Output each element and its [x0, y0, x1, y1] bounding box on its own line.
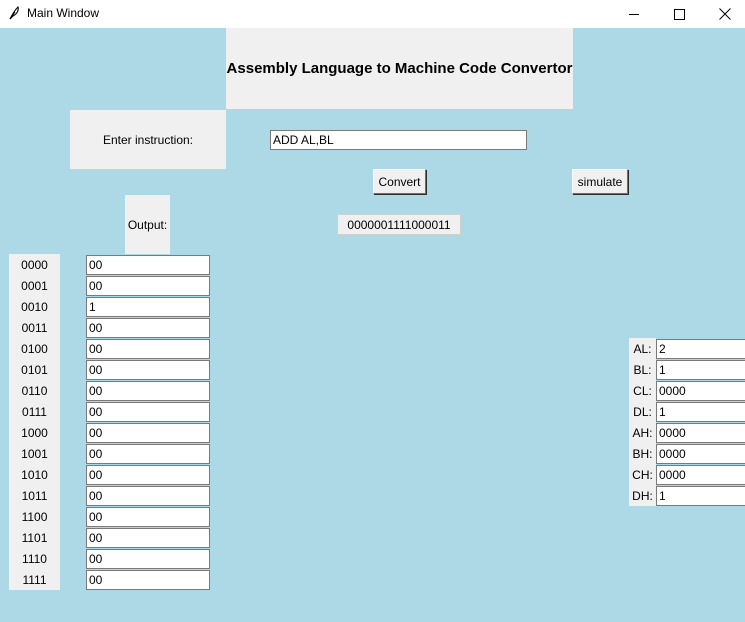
- maximize-button[interactable]: [656, 0, 702, 28]
- output-value: 0000001111000011: [337, 214, 461, 235]
- memory-address: 1011: [21, 488, 48, 503]
- window-title: Main Window: [27, 6, 100, 20]
- simulate-button[interactable]: simulate: [572, 169, 628, 194]
- register-value-input[interactable]: [656, 423, 745, 443]
- memory-address: 0101: [21, 362, 48, 377]
- memory-address: 1101: [21, 530, 48, 545]
- register-name: DL:: [633, 404, 652, 419]
- memory-value-input[interactable]: [86, 381, 210, 401]
- memory-address-panel: 0000 0001 0010 0011 0100 0101 0110 0111 …: [9, 254, 60, 590]
- memory-value-input[interactable]: [86, 570, 210, 590]
- memory-address: 1010: [21, 467, 48, 482]
- memory-value-input[interactable]: [86, 255, 210, 275]
- memory-value-input[interactable]: [86, 276, 210, 296]
- memory-address: 0010: [21, 299, 48, 314]
- memory-value-input[interactable]: [86, 360, 210, 380]
- memory-address: 0100: [21, 341, 48, 356]
- memory-address: 1110: [22, 551, 47, 566]
- title-bar: Main Window: [0, 0, 745, 28]
- memory-value-input[interactable]: [86, 318, 210, 338]
- memory-address: 1111: [22, 572, 47, 587]
- memory-value-input[interactable]: [86, 402, 210, 422]
- register-name: AH:: [632, 425, 653, 440]
- instruction-input[interactable]: [270, 130, 527, 150]
- memory-value-input[interactable]: [86, 297, 210, 317]
- minimize-icon: [628, 9, 640, 20]
- memory-address: 1000: [21, 425, 48, 440]
- register-name: AL:: [633, 341, 652, 356]
- memory-value-input[interactable]: [86, 528, 210, 548]
- output-label: Output:: [125, 195, 170, 254]
- memory-address: 0000: [21, 257, 48, 272]
- memory-address: 0111: [22, 404, 47, 419]
- minimize-button[interactable]: [611, 0, 657, 28]
- memory-value-input[interactable]: [86, 486, 210, 506]
- register-label-panel: AL: BL: CL: DL: AH: BH: CH: DH:: [629, 338, 656, 506]
- maximize-icon: [673, 8, 685, 20]
- register-name: BL:: [633, 362, 652, 377]
- memory-value-input[interactable]: [86, 423, 210, 443]
- register-name: CH:: [632, 467, 653, 482]
- close-button[interactable]: [702, 0, 745, 28]
- register-name: BH:: [632, 446, 653, 461]
- memory-address: 1001: [21, 446, 48, 461]
- register-value-input[interactable]: [656, 360, 745, 380]
- memory-address: 0001: [21, 278, 48, 293]
- feather-icon: [8, 5, 20, 20]
- instruction-label: Enter instruction:: [70, 110, 226, 169]
- register-value-input[interactable]: [656, 465, 745, 485]
- memory-address: 0011: [21, 320, 48, 335]
- memory-value-input[interactable]: [86, 339, 210, 359]
- memory-value-input[interactable]: [86, 444, 210, 464]
- register-value-input[interactable]: [656, 402, 745, 422]
- memory-address: 1100: [21, 509, 48, 524]
- register-value-input[interactable]: [656, 444, 745, 464]
- memory-value-input[interactable]: [86, 507, 210, 527]
- page-title: Assembly Language to Machine Code Conver…: [226, 28, 573, 109]
- register-name: DH:: [632, 488, 653, 503]
- register-value-input[interactable]: [656, 486, 745, 506]
- memory-value-input[interactable]: [86, 549, 210, 569]
- register-name: CL:: [633, 383, 652, 398]
- memory-address: 0110: [21, 383, 48, 398]
- register-value-input[interactable]: [656, 381, 745, 401]
- register-value-input[interactable]: [656, 339, 745, 359]
- memory-value-input[interactable]: [86, 465, 210, 485]
- close-icon: [719, 8, 731, 20]
- convert-button[interactable]: Convert: [373, 169, 426, 194]
